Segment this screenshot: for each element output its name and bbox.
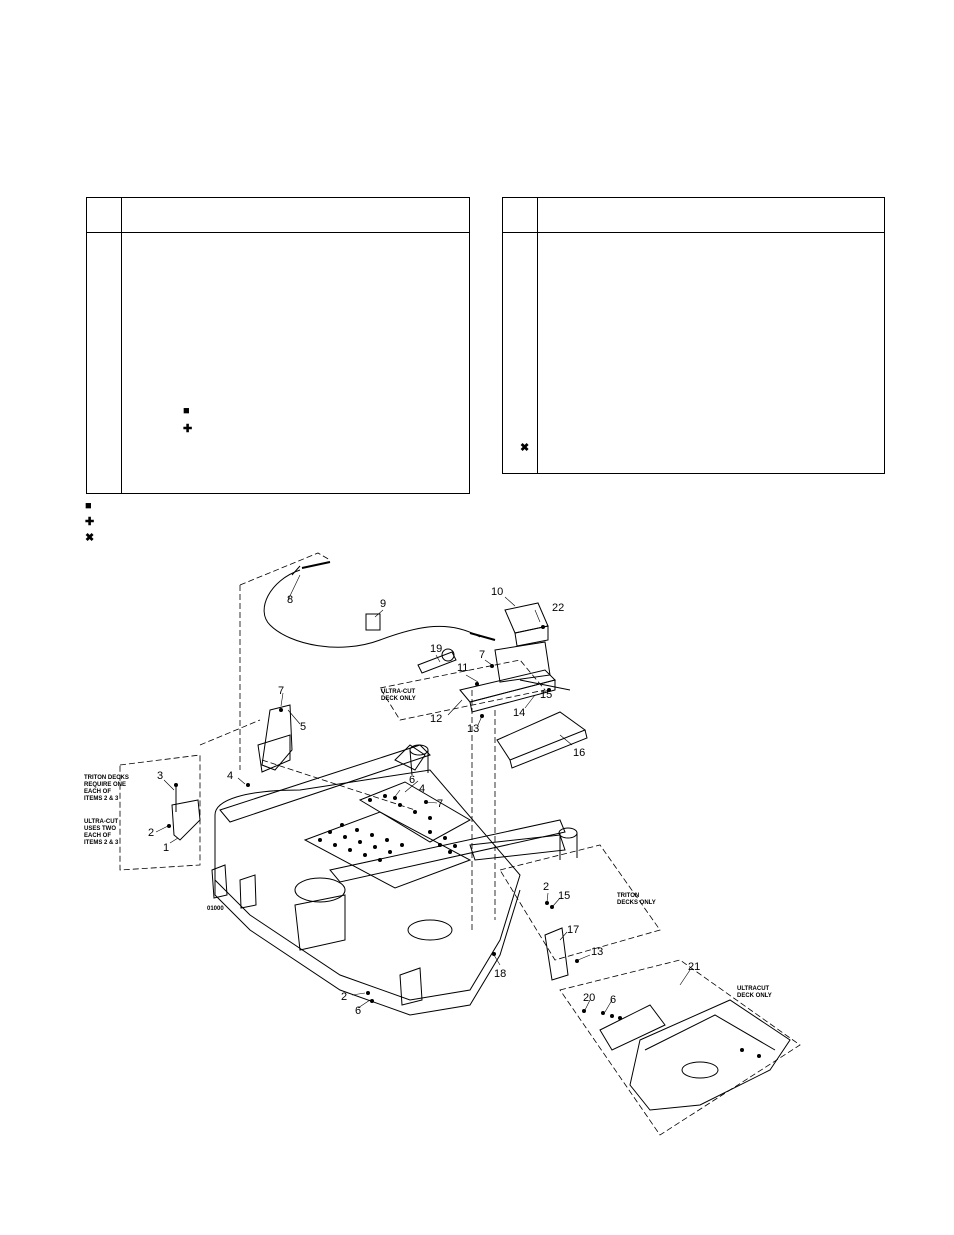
- callout-17: 17: [567, 924, 579, 936]
- callout-9: 9: [380, 598, 386, 610]
- callout-5: 5: [300, 721, 306, 733]
- callout-10: 10: [491, 586, 503, 598]
- column-divider: [537, 198, 538, 473]
- note-ultracut-deck-only-b-1: ULTRACUT: [737, 986, 770, 992]
- callout-19: 19: [430, 643, 442, 655]
- callout-15-b: 15: [558, 890, 570, 902]
- note-triton-decks-only-1: TRITON: [617, 893, 639, 899]
- callout-6-c: 6: [610, 994, 616, 1006]
- note-triton-decks-only-2: DECKS ONLY: [617, 900, 656, 906]
- note-ultracut-uses-2: USES TWO: [84, 826, 116, 832]
- note-ultracut-deck-only-b-2: DECK ONLY: [737, 993, 772, 999]
- callout-4-b: 4: [419, 783, 425, 795]
- note-ultracut-deck-only-a-2: DECK ONLY: [381, 696, 416, 702]
- note-ultracut-uses-3: EACH OF: [84, 833, 111, 839]
- note-triton-require-2: REQUIRE ONE: [84, 782, 126, 788]
- note-triton-require-3: EACH OF: [84, 789, 111, 795]
- legend-square: ■: [85, 500, 92, 512]
- callout-3: 3: [157, 770, 163, 782]
- callout-6-b: 6: [355, 1005, 361, 1017]
- callout-13: 13: [467, 723, 479, 735]
- callout-21: 21: [688, 961, 700, 973]
- callout-2-b: 2: [341, 991, 347, 1003]
- note-ultracut-uses-1: ULTRA-CUT: [84, 819, 119, 825]
- cross-marker: ✖: [520, 442, 530, 454]
- parts-table-right: ✖: [502, 197, 885, 474]
- table-header: [87, 198, 469, 233]
- plus-marker: ✚: [183, 423, 193, 435]
- callout-14: 14: [513, 707, 525, 719]
- callout-1: 1: [163, 842, 169, 854]
- callout-7: 7: [278, 685, 284, 697]
- callout-2-c: 2: [543, 881, 549, 893]
- note-triton-require-1: TRITON DECKS: [84, 775, 129, 781]
- callout-20: 20: [583, 992, 595, 1004]
- note-triton-require-4: ITEMS 2 & 3: [84, 796, 119, 802]
- note-ultracut-deck-only-a-1: ULTRA-CUT: [381, 689, 416, 695]
- callout-8: 8: [287, 594, 293, 606]
- callout-16: 16: [573, 747, 585, 759]
- callout-15: 15: [540, 689, 552, 701]
- callout-4: 4: [227, 770, 233, 782]
- callout-18: 18: [494, 968, 506, 980]
- callout-13-b: 13: [591, 946, 603, 958]
- callout-22: 22: [552, 602, 564, 614]
- callout-2: 2: [148, 827, 154, 839]
- legend-plus: ✚: [85, 516, 95, 528]
- parts-table-left: ■ ✚: [86, 197, 470, 494]
- legend-cross: ✖: [85, 532, 95, 544]
- drawing-number: 01000: [207, 906, 224, 912]
- column-divider: [121, 198, 122, 493]
- note-ultracut-uses-4: ITEMS 2 & 3: [84, 840, 119, 846]
- table-header: [503, 198, 884, 233]
- callout-6: 6: [409, 774, 415, 786]
- square-marker: ■: [183, 405, 190, 417]
- callout-12: 12: [430, 713, 442, 725]
- callout-11: 11: [457, 662, 468, 674]
- callout-7-c: 7: [479, 649, 485, 661]
- callout-7-b: 7: [437, 798, 443, 810]
